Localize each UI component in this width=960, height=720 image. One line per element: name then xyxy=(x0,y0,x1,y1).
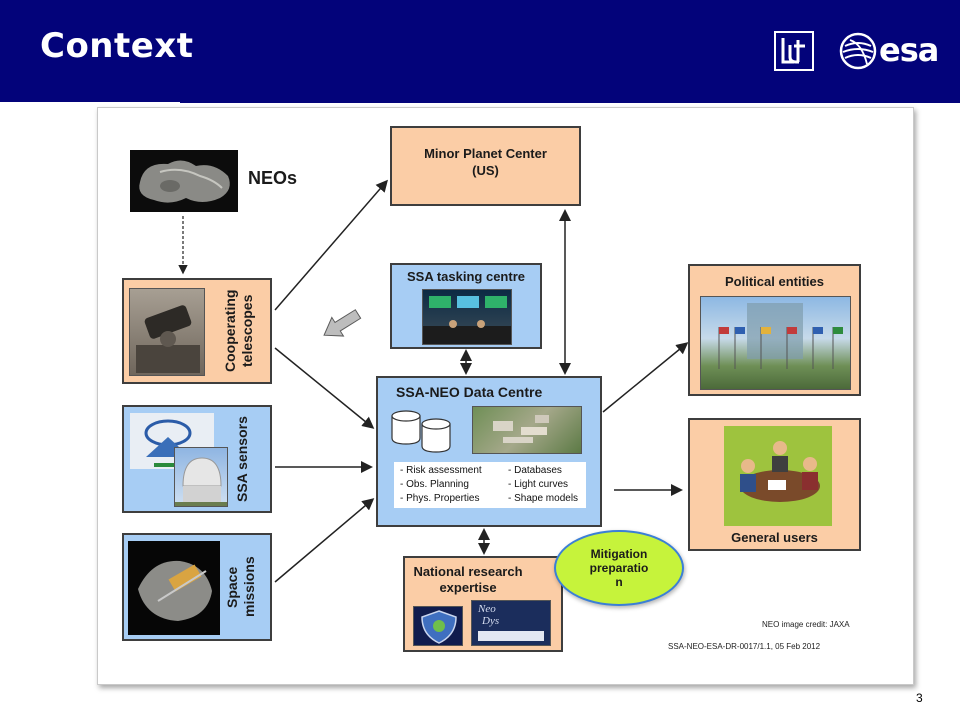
mitigation-label: Mitigation preparation xyxy=(589,547,649,589)
esa-globe-icon xyxy=(839,32,877,70)
neos-label: NEOs xyxy=(248,168,298,188)
asteroid-image xyxy=(130,150,238,212)
page-number: 3 xyxy=(916,691,923,705)
tasking-box: SSA tasking centre xyxy=(390,263,542,349)
telescopes-box: Cooperating telescopes xyxy=(122,278,272,384)
image-credit: NEO image credit: JAXA xyxy=(762,620,850,629)
users-box: General users xyxy=(688,418,861,551)
sensors-label: SSA sensors xyxy=(234,416,250,502)
tasks-left-column: - Risk assessment - Obs. Planning - Phys… xyxy=(400,464,482,506)
esa-logo: esa xyxy=(837,30,943,72)
task-obs-planning: - Obs. Planning xyxy=(400,479,469,490)
arrow-telescopes-to-datacentre xyxy=(274,347,375,429)
dome-icon xyxy=(175,457,227,506)
neodys-text-2: Dys xyxy=(482,615,500,627)
task-phys-properties: - Phys. Properties xyxy=(400,493,480,504)
asteroid-icon xyxy=(139,160,230,203)
users-label: General users xyxy=(731,530,818,545)
campus-buildings-icon xyxy=(493,415,549,443)
datacentre-label: SSA-NEO Data Centre xyxy=(396,384,543,400)
political-box: Political entities xyxy=(688,264,861,396)
control-room-icon xyxy=(423,296,511,344)
neodys-banner xyxy=(478,631,544,641)
slide-title: Context xyxy=(40,26,194,66)
task-databases: - Databases xyxy=(508,465,562,476)
neodys-site-image: Neo Dys xyxy=(471,600,551,646)
esa-wordmark: esa xyxy=(879,31,939,69)
campus-aerial-image xyxy=(472,406,582,454)
flags-icon xyxy=(718,303,843,369)
spacecraft-image xyxy=(128,541,220,635)
neodys-text: Neo xyxy=(478,603,496,615)
telescope-photo xyxy=(129,288,205,376)
arrow-missions-to-datacentre xyxy=(274,498,375,583)
arrow-telescopes-to-mpc xyxy=(274,179,388,311)
missions-label: Space missions xyxy=(224,556,257,618)
task-light-curves: - Light curves xyxy=(508,479,569,490)
control-room-image xyxy=(422,289,512,345)
political-label: Political entities xyxy=(725,274,824,289)
meeting-icon xyxy=(740,441,820,502)
tasks-right-column: - Databases - Light curves - Shape model… xyxy=(508,464,578,506)
arrow-datacentre-to-political xyxy=(602,342,689,413)
mpc-label: Minor Planet Center (US) xyxy=(424,146,547,178)
missions-box: Space missions xyxy=(122,533,272,641)
research-label: National research expertise xyxy=(413,564,523,595)
mitigation-ellipse: Mitigation preparation xyxy=(554,530,684,606)
task-shape-models: - Shape models xyxy=(508,493,579,504)
datacentre-tasks-panel: - Risk assessment - Obs. Planning - Phys… xyxy=(394,462,586,508)
tasking-block-arrow xyxy=(323,309,362,337)
database-icon xyxy=(391,410,451,453)
header-underline xyxy=(180,100,960,103)
mpc-box: Minor Planet Center (US) xyxy=(390,126,581,206)
research-box: National research expertise Neo Dys xyxy=(403,556,563,652)
observatory-dome-image xyxy=(174,447,228,507)
university-logo-icon xyxy=(774,31,814,71)
task-risk-assessment: - Risk assessment xyxy=(400,465,482,476)
meeting-clipart-image xyxy=(724,426,832,526)
telescope-icon xyxy=(136,305,200,373)
sensors-box: SSA sensors xyxy=(122,405,272,513)
tasking-label: SSA tasking centre xyxy=(406,269,525,284)
document-reference: SSA-NEO-ESA-DR-0017/1.1, 05 Feb 2012 xyxy=(668,642,821,651)
shield-logo-image xyxy=(413,606,463,646)
datacentre-box: SSA-NEO Data Centre - Risk assessment - … xyxy=(376,376,602,527)
spacecraft-icon xyxy=(138,560,212,621)
telescopes-label: Cooperating telescopes xyxy=(222,289,255,373)
un-building-image xyxy=(700,296,851,390)
shield-icon xyxy=(421,610,457,644)
